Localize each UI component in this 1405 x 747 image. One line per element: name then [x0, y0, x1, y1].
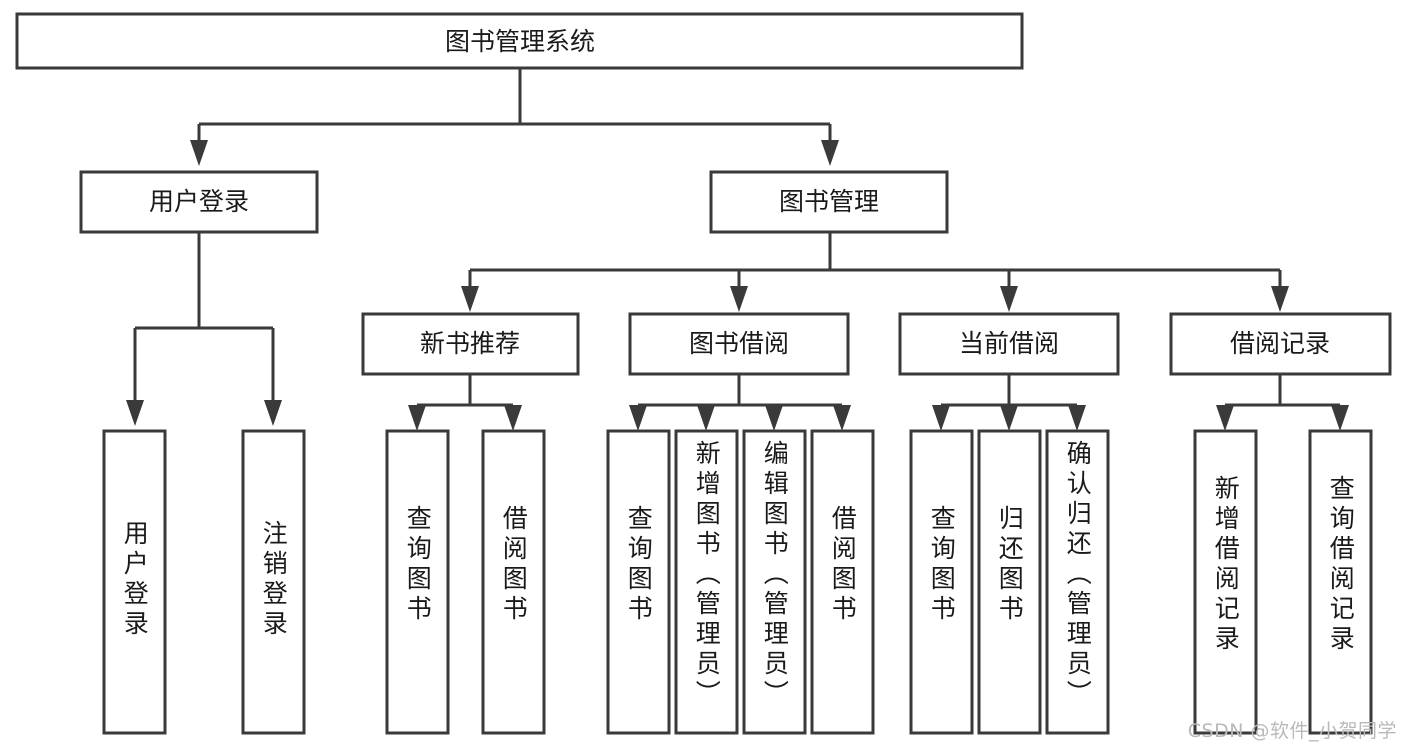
arrow-head-icon	[1000, 286, 1018, 312]
leaf-borrow-book-2-box[interactable]	[810, 429, 875, 735]
node-root-box[interactable]	[15, 12, 1024, 70]
node-new-book-rec-label: 新书推荐	[420, 329, 520, 358]
arrow-head-icon	[1068, 405, 1086, 431]
connector-bookmanage-to-level3	[461, 232, 1289, 312]
node-current-borrow-label: 当前借阅	[959, 329, 1059, 358]
leaf-edit-book-box[interactable]	[742, 429, 807, 735]
node-book-manage[interactable]: 图书管理	[709, 170, 949, 234]
leaf-query-book-2-box[interactable]	[606, 429, 671, 735]
arrow-head-icon	[126, 400, 144, 426]
arrow-head-icon	[1271, 286, 1289, 312]
leaf-return-book-box[interactable]	[977, 429, 1042, 735]
arrow-head-icon	[190, 140, 208, 166]
leaf-confirm-return-box[interactable]	[1045, 429, 1110, 735]
arrow-head-icon	[697, 405, 715, 431]
arrow-head-icon	[1331, 405, 1349, 431]
arrow-head-icon	[1216, 405, 1234, 431]
arrow-head-icon	[730, 286, 748, 312]
arrow-head-icon	[629, 405, 647, 431]
node-root[interactable]: 图书管理系统	[15, 12, 1024, 70]
leaf-query-book-3-box[interactable]	[909, 429, 974, 735]
node-root-label: 图书管理系统	[445, 27, 595, 56]
leaf-borrow-book-1-box[interactable]	[481, 429, 546, 735]
node-new-book-rec[interactable]: 新书推荐	[361, 312, 580, 376]
connector-currentborrow-to-leaves	[932, 374, 1086, 431]
leaf-query-book-1-box[interactable]	[385, 429, 450, 735]
leaf-add-record-box[interactable]	[1193, 429, 1258, 735]
leaf-user-login-box[interactable]	[102, 429, 167, 735]
node-current-borrow-box[interactable]	[898, 312, 1120, 376]
node-book-manage-box[interactable]	[709, 170, 949, 234]
node-book-manage-label: 图书管理	[779, 187, 879, 216]
leaf-user-logout-box[interactable]	[241, 429, 306, 735]
node-borrow-record-box[interactable]	[1169, 312, 1392, 376]
node-borrow-record[interactable]: 借阅记录	[1169, 312, 1392, 376]
connector-borrowrecord-to-leaves	[1216, 374, 1349, 431]
connector-userlogin-to-leaves	[126, 232, 282, 426]
arrow-head-icon	[1000, 405, 1018, 431]
connector-newbookrec-to-leaves	[408, 374, 522, 431]
node-user-login-box[interactable]	[79, 170, 319, 234]
leaf-query-record-box[interactable]	[1308, 429, 1373, 735]
connector-bookborrow-to-leaves	[629, 374, 851, 431]
arrow-head-icon	[408, 405, 426, 431]
node-book-borrow-label: 图书借阅	[689, 329, 789, 358]
connector-root-to-level2	[190, 68, 839, 166]
watermark-text: CSDN @软件_小贺同学	[1187, 720, 1397, 742]
arrow-head-icon	[264, 400, 282, 426]
node-user-login[interactable]: 用户登录	[79, 170, 319, 234]
node-new-book-rec-box[interactable]	[361, 312, 580, 376]
node-current-borrow[interactable]: 当前借阅	[898, 312, 1120, 376]
arrow-head-icon	[461, 286, 479, 312]
leaf-boxes	[102, 429, 1373, 735]
arrow-head-icon	[821, 140, 839, 166]
node-book-borrow-box[interactable]	[628, 312, 850, 376]
arrow-head-icon	[932, 405, 950, 431]
leaf-add-book-box[interactable]	[674, 429, 739, 735]
node-borrow-record-label: 借阅记录	[1230, 329, 1330, 358]
node-user-login-label: 用户登录	[149, 187, 249, 216]
arrow-head-icon	[504, 405, 522, 431]
arrow-head-icon	[833, 405, 851, 431]
node-book-borrow[interactable]: 图书借阅	[628, 312, 850, 376]
arrow-head-icon	[765, 405, 783, 431]
